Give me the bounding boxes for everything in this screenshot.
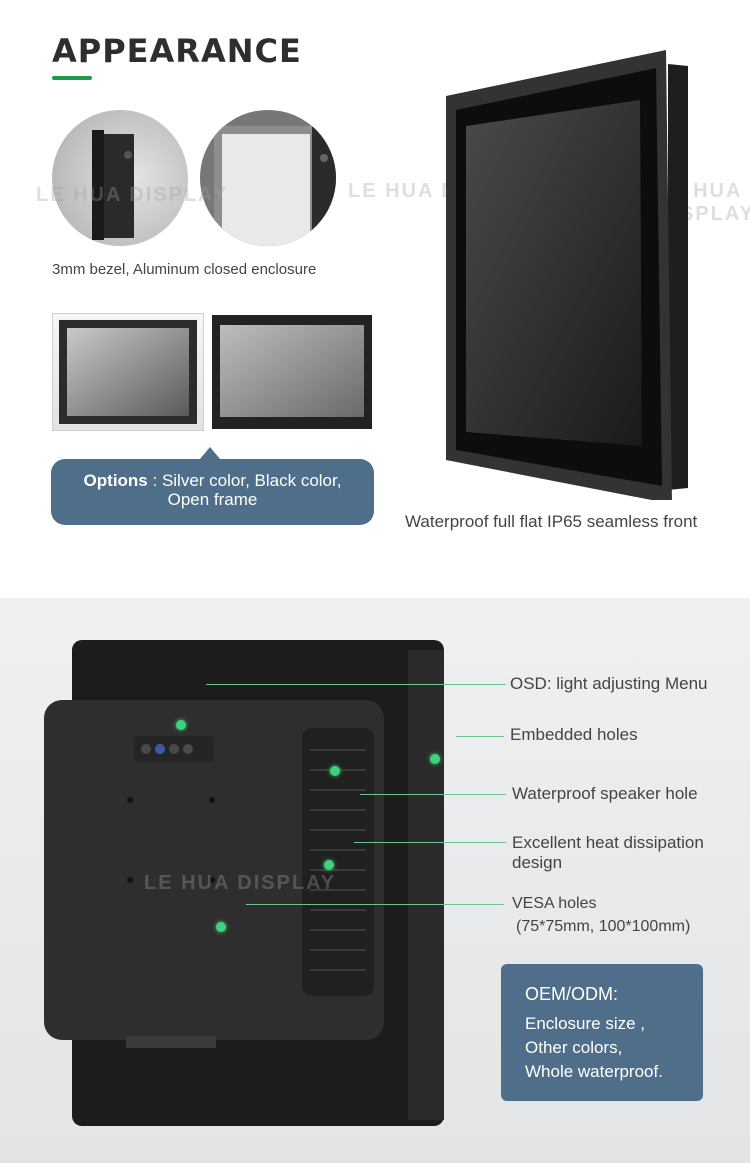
- heat-dot: [324, 860, 334, 870]
- front-monitor-image: [444, 50, 694, 505]
- oem-odm-box: OEM/ODM: Enclosure size , Other colors, …: [501, 964, 703, 1101]
- heat-callout-line1: Excellent heat dissipation: [512, 833, 704, 852]
- speaker-callout: Waterproof speaker hole: [512, 784, 698, 803]
- options-line2: Open frame: [167, 490, 258, 509]
- options-label: Options: [83, 471, 148, 490]
- watermark-left: LE HUA DISPLAY: [36, 184, 229, 206]
- vesa-callout-line1: VESA holes: [512, 895, 597, 912]
- enclosure-closeup-image: [200, 110, 336, 246]
- options-separator: :: [147, 471, 162, 490]
- bezel-closeup-image: [52, 110, 188, 246]
- enclosure-corner-illustration: [200, 110, 336, 246]
- oem-title: OEM/ODM:: [525, 984, 618, 1004]
- oem-item: Other colors,: [525, 1038, 623, 1057]
- options-callout: Options : Silver color, Black color, Ope…: [51, 459, 374, 525]
- open-frame-monitor-illustration: [212, 315, 372, 429]
- heat-line: [354, 842, 506, 843]
- heat-callout-line2: design: [512, 853, 563, 872]
- front-caption: Waterproof full flat IP65 seamless front: [405, 512, 698, 531]
- speaker-dot: [330, 766, 340, 776]
- embedded-dot: [430, 754, 440, 764]
- back-monitor-illustration: [44, 640, 444, 1126]
- vesa-line: [246, 904, 504, 905]
- back-monitor-image: [44, 640, 450, 1135]
- vesa-callout-line2: (75*75mm, 100*100mm): [516, 918, 691, 935]
- oem-item: Enclosure size ,: [525, 1014, 645, 1033]
- bezel-side-illustration: [92, 130, 134, 240]
- title-underline: [52, 76, 92, 80]
- silver-monitor-illustration: [59, 320, 197, 424]
- oem-item: Whole waterproof.: [525, 1062, 663, 1081]
- osd-dot: [176, 720, 186, 730]
- page-title: APPEARANCE: [52, 32, 302, 70]
- options-line1: Silver color, Black color,: [161, 471, 342, 490]
- vesa-dot: [216, 922, 226, 932]
- embedded-callout: Embedded holes: [510, 725, 638, 744]
- osd-callout: OSD: light adjusting Menu: [510, 674, 708, 693]
- watermark-bottom: LE HUA DISPLAY: [144, 872, 337, 894]
- silver-monitor-thumbnail[interactable]: [52, 313, 204, 431]
- osd-line: [206, 684, 506, 685]
- speaker-line: [360, 794, 506, 795]
- embedded-line: [456, 736, 504, 737]
- bezel-caption: 3mm bezel, Aluminum closed enclosure: [52, 261, 317, 278]
- black-monitor-thumbnail[interactable]: [212, 313, 372, 429]
- front-monitor-illustration: [446, 50, 688, 504]
- options-pointer: [200, 447, 220, 459]
